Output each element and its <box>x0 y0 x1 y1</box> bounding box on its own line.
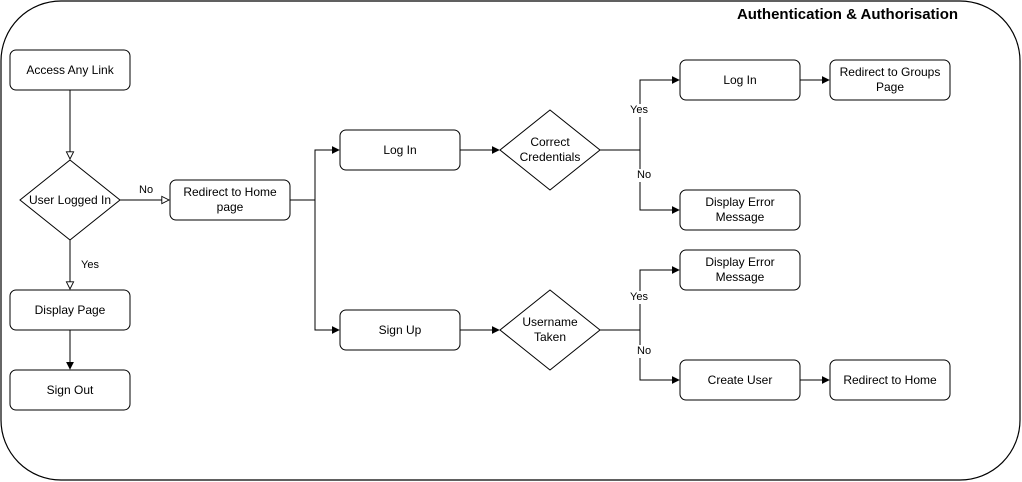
access-link-label: Access Any Link <box>26 62 114 77</box>
sign-out-box <box>9 369 131 411</box>
error-signup-label: Display Error Message <box>705 255 775 284</box>
username-taken-diamond <box>499 289 601 371</box>
log-in-2-label: Log In <box>723 72 757 87</box>
edge-label-credentials-yes: Yes <box>629 104 649 117</box>
error-signup-box <box>679 249 801 291</box>
edge-label-taken-yes: Yes <box>629 291 649 304</box>
redirect-home-label: Redirect to Home <box>843 372 937 387</box>
error-login-box <box>679 189 801 231</box>
edge-redirect-to-signup <box>314 200 340 334</box>
edge-redirect-to-login <box>290 146 340 201</box>
log-in-label: Log In <box>383 142 417 157</box>
redirect-home-box <box>829 359 951 401</box>
edge-label-credentials-no: No <box>636 169 653 182</box>
create-user-label: Create User <box>707 372 773 387</box>
correct-credentials-label: Correct Credentials <box>519 135 581 164</box>
sign-up-label: Sign Up <box>378 322 422 337</box>
error-login-label: Display Error Message <box>705 195 775 224</box>
redirect-groups-label: Redirect to Groups Page <box>839 65 941 94</box>
sign-out-label: Sign Out <box>46 382 94 397</box>
redirect-home-page-label: Redirect to Home page <box>183 185 277 214</box>
edge-label-taken-no: No <box>636 345 653 358</box>
user-logged-in-label: User Logged In <box>28 192 112 207</box>
display-page-label: Display Page <box>34 302 106 317</box>
username-taken-label: Username Taken <box>522 315 578 344</box>
edge-label-yes: Yes <box>80 259 100 272</box>
diagram-title: Authentication & Authorisation <box>736 6 959 23</box>
edge-label-no: No <box>138 184 155 197</box>
redirect-groups-box <box>829 59 951 101</box>
correct-credentials-diamond <box>499 109 601 191</box>
